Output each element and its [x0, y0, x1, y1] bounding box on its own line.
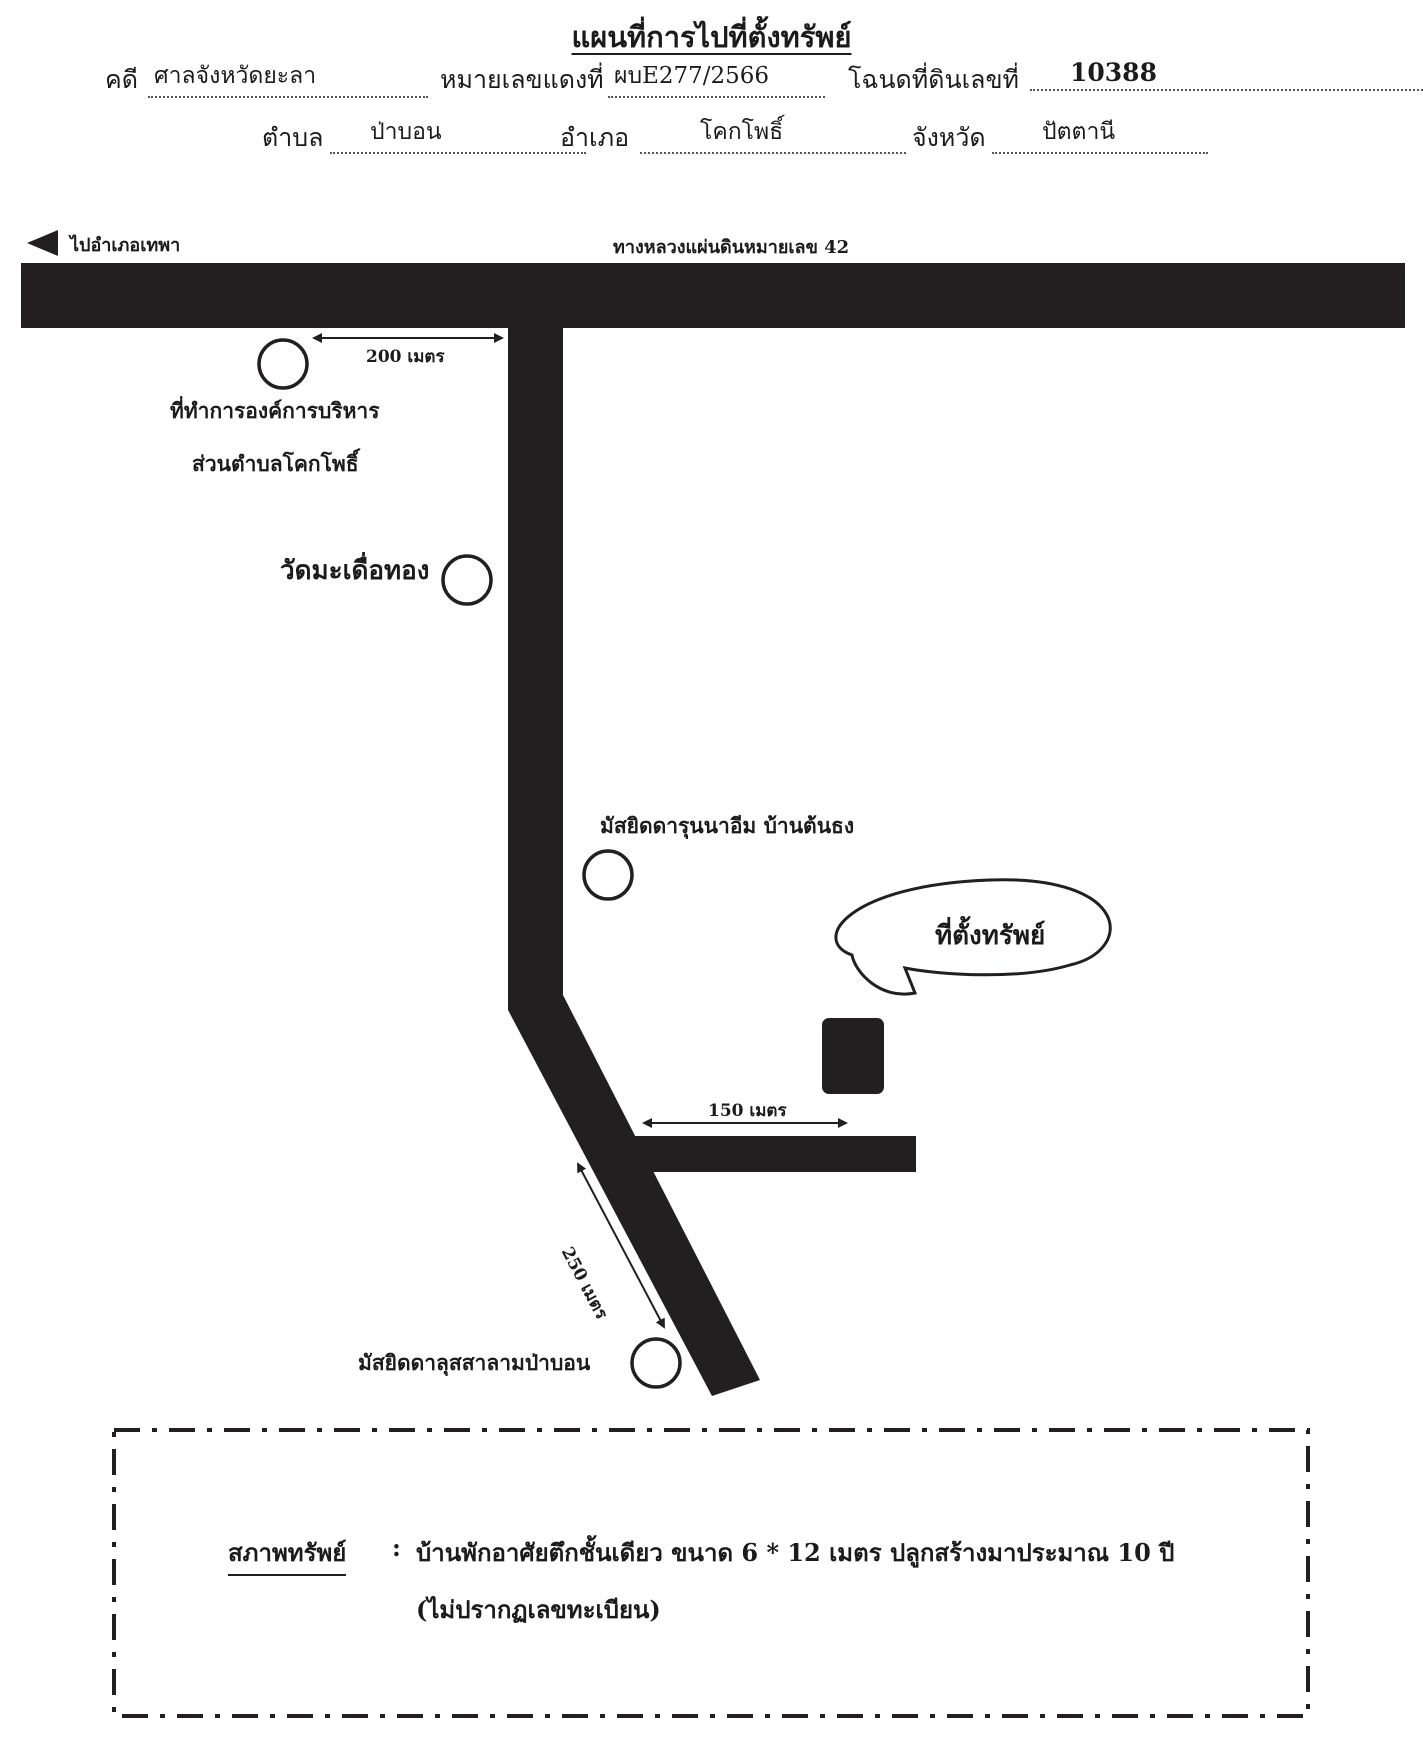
highway-42: [21, 263, 1405, 328]
tao-office-label-line2: ส่วนตำบลโคกโพธิ์: [192, 451, 359, 476]
property-callout-bubble: [834, 878, 1112, 996]
subdistrict-value: ป่าบอน: [330, 114, 586, 154]
local-road: [508, 328, 760, 1396]
red-case-label: หมายเลขแดงที่: [440, 65, 604, 94]
property-marker: [822, 1018, 884, 1094]
district-label: อำเภอ: [560, 123, 630, 152]
district-value: โคกโพธิ์: [640, 114, 906, 154]
condition-box-border: [112, 1428, 1310, 1718]
condition-separator: :: [392, 1533, 401, 1562]
mosque-south-marker: [630, 1337, 682, 1389]
province-value: ปัตตานี: [992, 114, 1208, 154]
mosque-north-marker: [582, 849, 634, 901]
highway-label: ทางหลวงแผ่นดินหมายเลข 42: [613, 237, 850, 258]
mosque-north-label: มัสยิดดารุนนาอีม บ้านต้นธง: [600, 813, 855, 838]
deed-label: โฉนดที่ดินเลขที่: [848, 65, 1020, 94]
condition-text-line2: (ไม่ปรากฏเลขทะเบียน): [416, 1595, 661, 1624]
property-callout-label: ที่ตั้งทรัพย์: [935, 921, 1046, 951]
distance-150-label: 150 เมตร: [708, 1101, 787, 1121]
case-label: คดี: [105, 65, 138, 94]
page-title: แผนที่การไปที่ตั้งทรัพย์: [571, 20, 852, 54]
tao-office-marker: [257, 338, 309, 390]
condition-label: สภาพทรัพย์: [228, 1533, 347, 1576]
distance-250-arrow: [577, 1162, 665, 1329]
direction-label: ไปอำเภอเทพา: [70, 235, 181, 256]
direction-arrow-icon: [27, 230, 58, 256]
distance-200-label: 200 เมตร: [366, 347, 445, 367]
subdistrict-label: ตำบล: [262, 123, 324, 152]
temple-label: วัดมะเดื่อทอง: [280, 556, 430, 586]
case-value: ศาลจังหวัดยะลา: [148, 58, 428, 98]
red-case-value: ผบE277/2566: [608, 58, 825, 98]
province-label: จังหวัด: [912, 123, 986, 152]
tao-office-label-line1: ที่ทำการองค์การบริหาร: [170, 398, 380, 423]
condition-text-line1: บ้านพักอาศัยตึกชั้นเดียว ขนาด 6 * 12 เมต…: [416, 1538, 1175, 1567]
mosque-south-label: มัสยิดดาลุสสาลามป่าบอน: [358, 1350, 591, 1375]
deed-value: 10388: [1030, 58, 1423, 91]
branch-road: [630, 1136, 916, 1172]
temple-marker: [441, 554, 493, 606]
